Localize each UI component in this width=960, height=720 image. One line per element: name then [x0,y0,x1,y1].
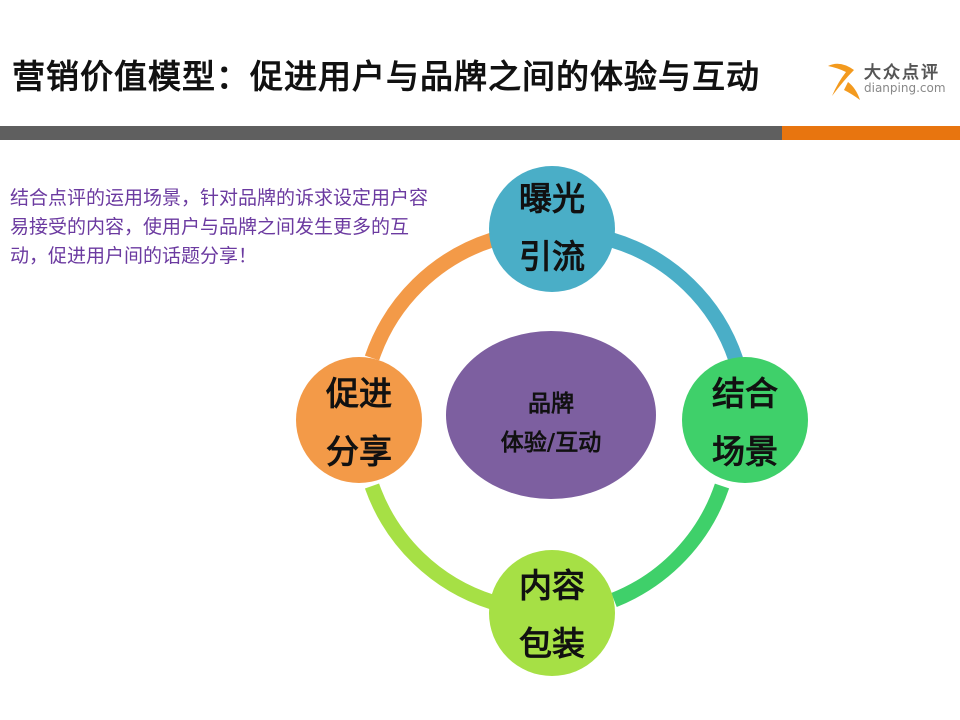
center-label-line1: 品牌 [528,390,574,417]
node-left-label-line1: 促进 [325,374,392,413]
dianping-logo-icon [828,63,860,100]
node-bottom-label-line1: 内容 [519,566,585,605]
node-bottom-label-line2: 包装 [519,624,585,663]
cycle-arc-top-right [609,232,744,363]
cycle-arc-bottom-left [364,483,495,610]
node-left-circle [296,357,422,483]
node-right-label-line2: 场景 [712,432,778,471]
logo-swoosh-shape [828,63,854,96]
node-right-circle [682,357,808,483]
node-top-label-line2: 引流 [519,237,585,276]
node-bottom-circle [489,550,615,676]
header-divider-bar [0,126,782,140]
node-left-label-line2: 分享 [326,432,392,471]
node-top: 曝光 引流 [489,166,615,292]
node-right-label-line1: 结合 [712,374,778,413]
dianping-logo: 大众点评 dianping.com [824,56,946,102]
cycle-arc-left-top [364,232,495,361]
node-right: 结合 场景 [682,357,808,483]
center-label-line2: 体验/互动 [501,429,601,456]
logo-name: 大众点评 [864,63,940,83]
node-bottom: 内容 包装 [489,550,615,676]
slide-title: 营销价值模型：促进用户与品牌之间的体验与互动 [12,57,760,96]
logo-domain: dianping.com [864,81,946,95]
logo-swoosh-shape [844,82,860,100]
node-top-circle [489,166,615,292]
cycle-arc-right-bottom [611,483,730,607]
node-left: 促进 分享 [296,357,422,483]
header-accent-bar [782,126,960,140]
description-text: 结合点评的运用场景，针对品牌的诉求设定用户容易接受的内容，使用户与品牌之间发生更… [10,187,429,267]
center-circle [446,331,656,499]
node-top-label-line1: 曝光 [519,179,585,218]
